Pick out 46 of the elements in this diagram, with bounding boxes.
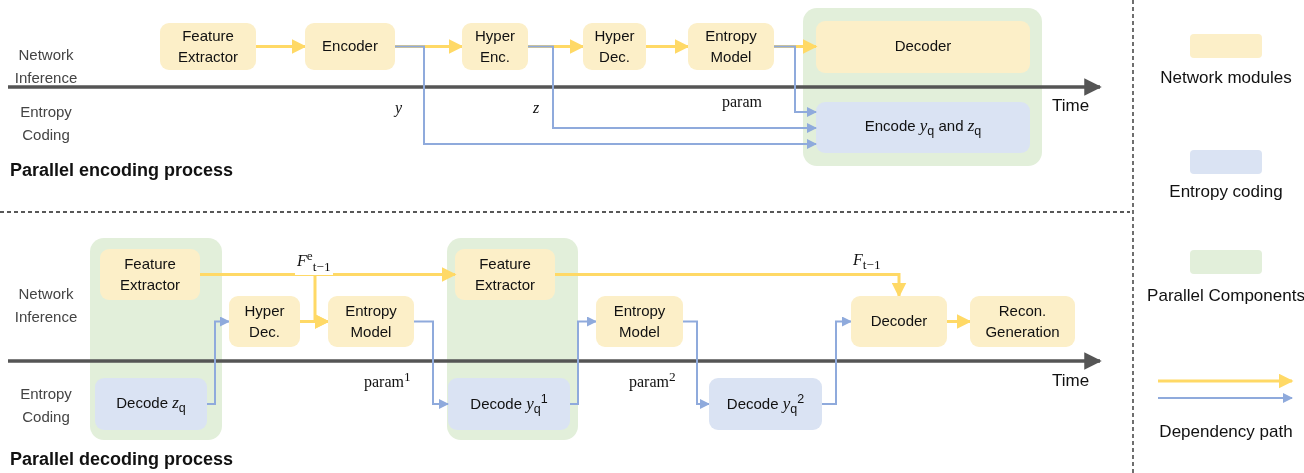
network-module-box: Hyper Dec. xyxy=(583,23,646,70)
legend-label: Parallel Components xyxy=(1146,285,1304,307)
arrow xyxy=(947,314,972,329)
legend-label: Entropy coding xyxy=(1168,181,1284,203)
arrow xyxy=(773,45,817,117)
arrow xyxy=(821,316,852,405)
arrow xyxy=(682,320,710,409)
arrow xyxy=(395,39,464,54)
axis-label: Time xyxy=(1052,95,1090,117)
arrow xyxy=(394,45,817,149)
network-module-box: Encoder xyxy=(305,23,395,70)
network-module-box: Hyper Dec. xyxy=(229,296,300,347)
row-label: Entropy Coding xyxy=(19,102,73,145)
arrow xyxy=(555,273,907,298)
arrow xyxy=(256,39,307,54)
arrow xyxy=(300,314,330,329)
network-module-box: Feature Extractor xyxy=(455,249,555,300)
parallel-group-panel xyxy=(803,8,1042,166)
parallel-group-panel xyxy=(447,238,578,440)
section-title: Parallel decoding process xyxy=(10,449,234,470)
legend-label: Dependency path xyxy=(1158,421,1294,443)
entropy-coding-box: Encode y$_{q}$ and z$_{q}$ xyxy=(816,102,1030,153)
axis-label: Time xyxy=(1052,370,1090,392)
network-module-box: Feature Extractor xyxy=(160,23,256,70)
arrow xyxy=(646,39,690,54)
section-title: Parallel encoding process xyxy=(10,160,234,181)
network-module-box: Decoder xyxy=(816,20,1030,73)
row-label: Entropy Coding xyxy=(19,384,73,427)
arrow xyxy=(774,39,818,54)
arrow xyxy=(413,320,449,409)
row-label: Network Inference xyxy=(13,284,79,327)
network-module-box: Feature Extractor xyxy=(100,249,200,300)
network-module-box: Decoder xyxy=(851,296,947,347)
arrow xyxy=(527,45,817,133)
parallel-group-panel xyxy=(90,238,222,440)
legend-label: Network modules xyxy=(1159,67,1293,89)
row-label: Network Inference xyxy=(13,45,79,88)
arrow xyxy=(528,39,585,54)
network-module-box: Entropy Model xyxy=(596,296,683,347)
entropy-coding-box: Decode z$_{q}$ xyxy=(95,378,207,430)
network-module-box: Recon. Generation xyxy=(970,296,1075,347)
arrow xyxy=(206,316,230,405)
network-module-box: Entropy Model xyxy=(328,296,414,347)
network-module-box: Hyper Enc. xyxy=(462,23,528,70)
network-module-box: Entropy Model xyxy=(688,23,774,70)
arrow xyxy=(569,316,597,405)
